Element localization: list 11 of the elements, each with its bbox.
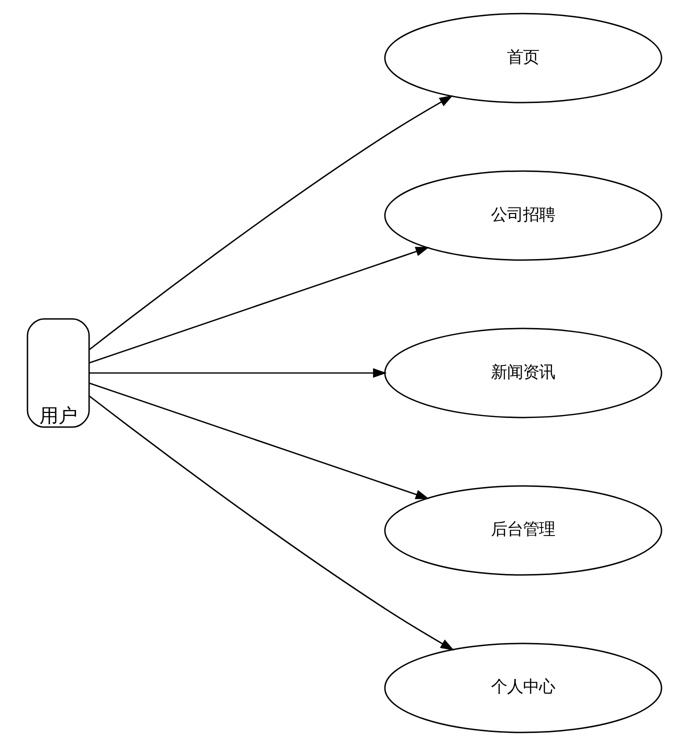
arrow [88, 396, 454, 651]
node-ellipse: 公司招聘 [384, 170, 662, 261]
arrow [88, 246, 429, 364]
node-ellipse: 新闻资讯 [384, 328, 662, 418]
arrow [88, 368, 386, 378]
arrow [88, 95, 453, 350]
node-ellipse: 后台管理 [384, 485, 662, 576]
node-box: 用户 [26, 318, 90, 428]
arrow [88, 382, 429, 500]
node-ellipse: 首页 [384, 12, 662, 104]
node-ellipse: 个人中心 [384, 642, 662, 734]
